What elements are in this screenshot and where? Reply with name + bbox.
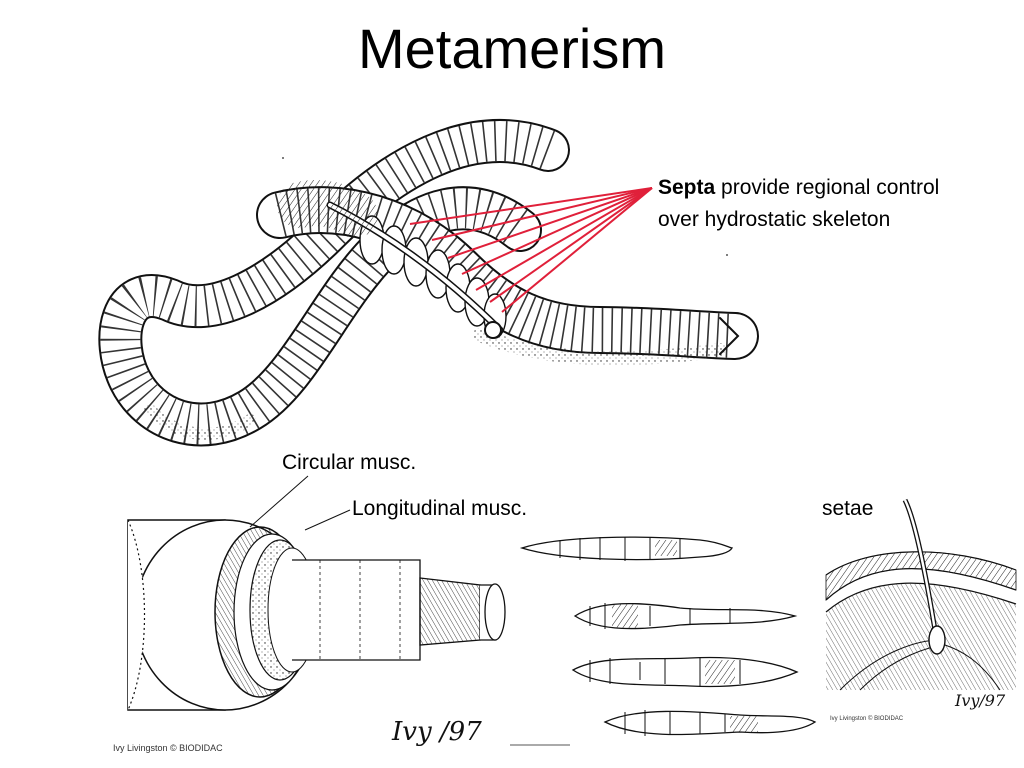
- peristalsis-worm-4: [603, 710, 817, 736]
- earthworm-illustration: [98, 119, 759, 447]
- slide-title: Metamerism: [357, 17, 667, 80]
- septa-label: Septa provide regional control: [658, 175, 939, 201]
- peristalsis-worm-2: [573, 602, 798, 630]
- body-wall-cross-section: [127, 475, 506, 711]
- signature-main: Ivy /97: [391, 717, 482, 747]
- setae-label: setae: [822, 497, 874, 520]
- setae-illustration: [825, 498, 1017, 691]
- credit-setae: Ivy Livingston © BIODIDAC: [830, 716, 904, 722]
- peristalsis-worm-1: [519, 536, 734, 561]
- circular-muscle-label: Circular musc.: [282, 451, 417, 474]
- septa-bold-term: Septa: [658, 176, 716, 199]
- signature-setae: Ivy/97: [954, 691, 1006, 710]
- scan-specks: [282, 157, 728, 746]
- septa-label-line2: over hydrostatic skeleton: [658, 208, 891, 231]
- septa-pointer-lines: [409, 187, 653, 313]
- peristalsis-sequence: [519, 536, 817, 736]
- longitudinal-muscle-label: Longitudinal musc.: [352, 497, 528, 520]
- septa-description: provide regional control: [715, 176, 940, 199]
- peristalsis-worm-3: [571, 656, 799, 688]
- credit-bottom-left: Ivy Livingston © BIODIDAC: [113, 743, 223, 753]
